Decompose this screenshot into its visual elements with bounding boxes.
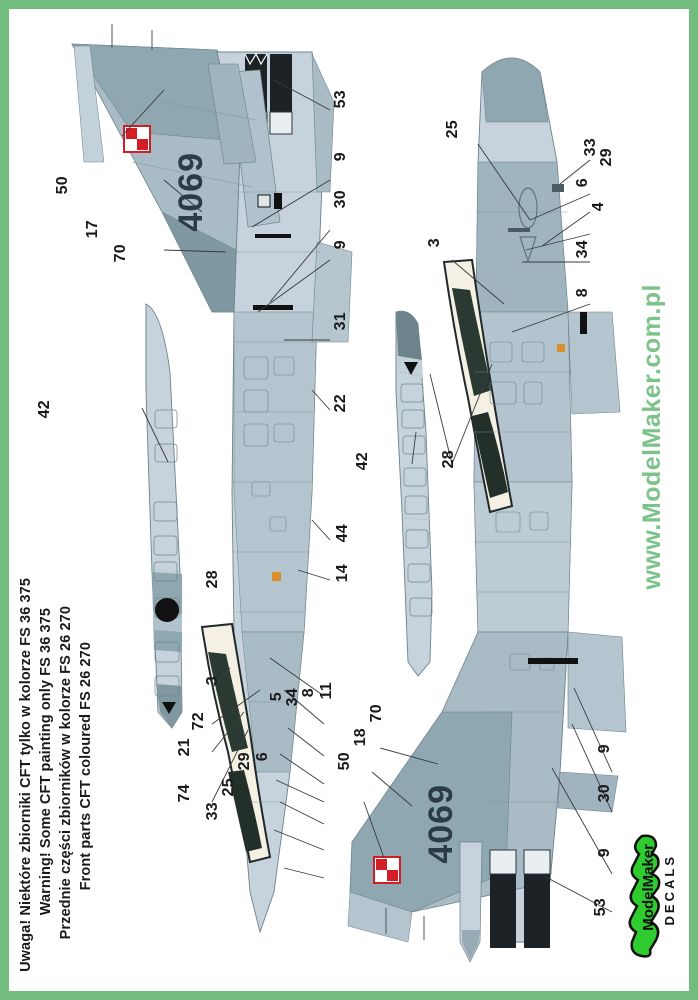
tail-number-bottom: 4069 — [422, 784, 460, 864]
callout-25-left: 25 — [220, 778, 237, 797]
leader-lines — [121, 79, 613, 913]
callout-30-bot: 30 — [596, 784, 613, 803]
callout-70-wing: 70 — [112, 244, 129, 263]
callout-44-top: 44 — [334, 524, 351, 543]
callout-17-wing: 17 — [84, 220, 101, 239]
cft-tank-right — [395, 310, 433, 677]
callout-11: 11 — [318, 682, 335, 700]
callout-42-tank-right: 42 — [354, 452, 371, 471]
note-line-1: Uwaga! Niektóre zbiorniki CFT tylko w ko… — [18, 578, 34, 972]
callout-28-tank: 28 — [440, 450, 457, 469]
note-line-3: Przednie części zbiorników w kolorze FS … — [58, 606, 74, 940]
callout-34-right: 34 — [574, 240, 591, 259]
callout-4-right: 4 — [590, 202, 607, 212]
callout-8-left: 8 — [300, 688, 317, 698]
callout-3-right: 3 — [426, 238, 443, 248]
cft-tank-left — [145, 303, 183, 729]
drawing-canvas: Uwaga! Niektóre zbiorniki CFT tylko w ko… — [12, 12, 686, 988]
callout-9-top-a: 9 — [332, 152, 349, 162]
callout-9-bot-b: 9 — [596, 848, 613, 858]
callout-34-left: 34 — [284, 688, 301, 707]
callout-28-left: 28 — [204, 570, 221, 589]
aircraft-bottom-view — [347, 57, 627, 963]
modelmaker-blob-icon — [628, 834, 661, 958]
callout-6-right: 6 — [574, 178, 591, 188]
callout-53-bot: 53 — [592, 898, 609, 917]
callout-6-left: 6 — [254, 752, 271, 762]
callout-70-bot: 70 — [368, 704, 385, 723]
brand-logo: ModelMaker DECALS — [622, 830, 682, 960]
callout-29-right: 29 — [598, 148, 615, 167]
callout-30-top: 30 — [332, 190, 349, 209]
website-watermark: www.ModelMaker.com.pl — [638, 284, 666, 590]
callout-14-top: 14 — [334, 564, 351, 583]
note-line-4: Front parts CFT coloured FS 26 270 — [78, 642, 94, 891]
roundel-checkerboard-bottom — [373, 856, 401, 884]
callout-5-left: 5 — [268, 692, 285, 702]
callout-53-top: 53 — [332, 90, 349, 109]
callout-50-wing: 50 — [54, 176, 71, 195]
callout-3-left: 3 — [204, 676, 221, 686]
sheet-border-inner — [9, 9, 689, 991]
callout-50-bot: 50 — [336, 752, 353, 771]
callout-31-top: 31 — [332, 312, 349, 331]
callout-33-left: 33 — [204, 802, 221, 821]
callout-9-bot-a: 9 — [596, 744, 613, 754]
tail-number-top: 4069 — [172, 152, 210, 232]
callout-29-left: 29 — [236, 752, 253, 771]
aircraft-plan-views — [71, 24, 627, 963]
callout-22-top: 22 — [332, 394, 349, 413]
callout-21-left: 21 — [176, 738, 193, 757]
callout-74-left: 74 — [176, 784, 193, 803]
aircraft-top-view — [71, 43, 353, 934]
callout-18-bot: 18 — [352, 728, 369, 747]
roundel-checkerboard-top — [123, 125, 151, 153]
logo-sub-text: DECALS — [662, 854, 677, 926]
callout-42-tank-left: 42 — [36, 400, 53, 419]
callout-25-right: 25 — [444, 120, 461, 139]
logo-brand-text: ModelMaker — [640, 844, 657, 931]
note-line-2: Warning! Some CFT painting only FS 36 37… — [38, 608, 54, 916]
callout-8-right: 8 — [574, 288, 591, 298]
callout-9-top-b: 9 — [332, 240, 349, 250]
callout-72-left: 72 — [190, 712, 207, 731]
